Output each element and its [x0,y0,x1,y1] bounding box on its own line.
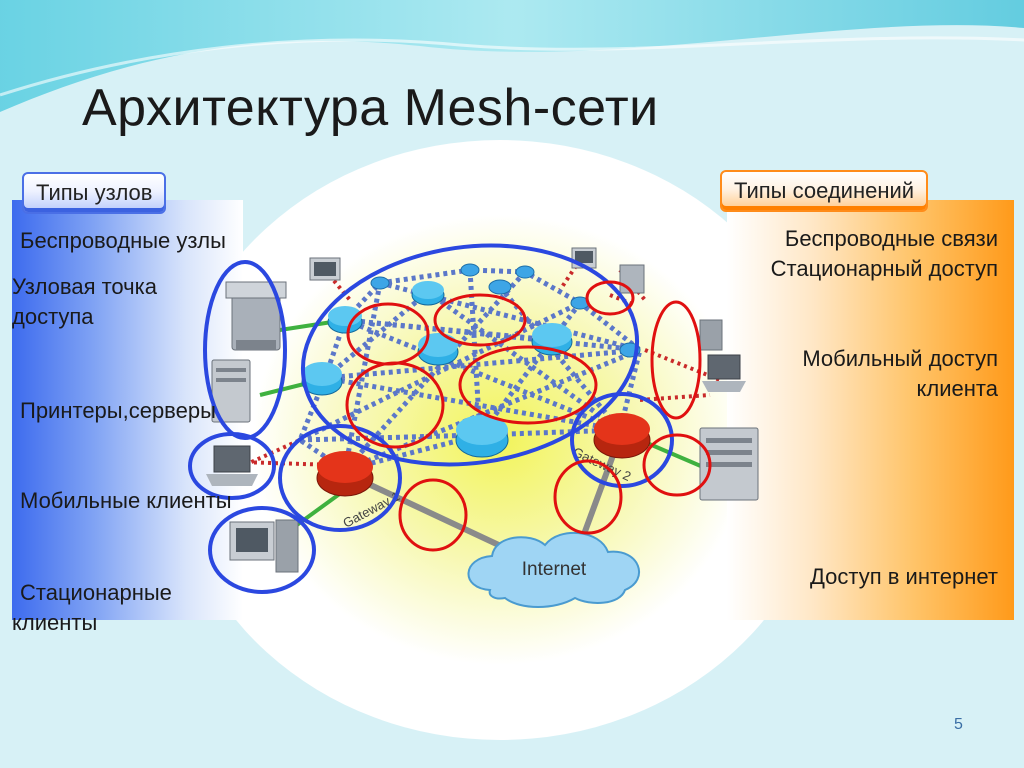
client-link [558,258,582,292]
wireless-link-highlight [458,345,598,425]
mobile-clients-label: Мобильные клиенты [20,488,232,513]
gateway-router-2 [593,413,651,459]
mesh-link [498,285,622,432]
fixed-access-highlight [585,280,635,316]
fixed-clients-label: Стационарные клиенты [12,580,172,635]
internet-cloud-icon [467,531,641,608]
mobile-access-highlight [650,300,702,420]
node-highlights [188,243,674,594]
connection-types-panel [727,200,1014,620]
server-icon [211,359,251,423]
mesh-link [299,432,481,443]
node-types-header: Типы узлов [22,172,167,214]
desktop-client-highlight [208,506,316,594]
mesh-link [467,269,483,436]
wireless-link-highlight [346,302,430,366]
node-types-panel [12,200,243,620]
internet-access-highlight [398,478,468,552]
wired-link [288,488,347,532]
mesh-link [344,317,621,433]
mesh-link [323,290,430,380]
printers-servers-label: Принтеры,серверы [20,398,216,423]
mobile-client-laptop-icon [206,445,258,486]
fixed-access-highlight [642,433,712,497]
internet-link [358,477,522,558]
page-title: Архитектура Mesh-сети [82,79,659,137]
server-icon [699,427,759,501]
router-icon [455,415,509,458]
top-wave [0,0,1024,112]
wireless-link-highlight [433,293,527,347]
desktop-client-icon [619,264,645,294]
desktop-client-icon [229,519,299,573]
internet-label: Internet [522,559,587,580]
connection-types-header: Типы соединений [720,170,929,212]
mesh-link [324,375,621,433]
wireless-nodes-highlight [300,243,640,467]
fixed-access-label: Стационарный доступ [770,256,998,281]
mobile-client-highlight [188,432,276,500]
mobile-client-laptop-icon [702,354,746,392]
mobile-client-access-label: Мобильный доступ клиента [802,346,998,401]
wireless-node [370,276,390,290]
router-icon [327,306,363,334]
wireless-node [460,263,480,277]
access-point-highlight [203,260,287,440]
desktop-client-icon [309,257,341,281]
wireless-node [515,265,535,279]
client-link [639,393,711,402]
wireless-nodes-label: Беспроводные узлы [20,228,226,253]
router-icon [301,362,343,396]
access-point-label: Узловая точка доступа [12,274,157,329]
internet-links [358,448,618,558]
gateway-2-highlight [570,392,674,488]
mobile-client-laptop-icon [699,319,723,351]
printer-icon [225,281,287,351]
wireless-links-label: Беспроводные связи [784,226,998,251]
gateway-router-1 [316,451,374,497]
router-icon [411,281,445,306]
wireless-node [488,279,512,295]
link-highlights [345,280,712,552]
internet-access-label: Доступ в интернет [810,564,998,589]
internet-access-highlight [553,459,623,535]
mesh-link [344,317,641,353]
page-number: 5 [954,716,963,733]
top-wave-light [0,36,1024,97]
mesh-link [478,301,582,437]
internet-link [577,448,618,547]
gateway-1-highlight [278,424,402,532]
wireless-link-highlight [345,361,445,449]
